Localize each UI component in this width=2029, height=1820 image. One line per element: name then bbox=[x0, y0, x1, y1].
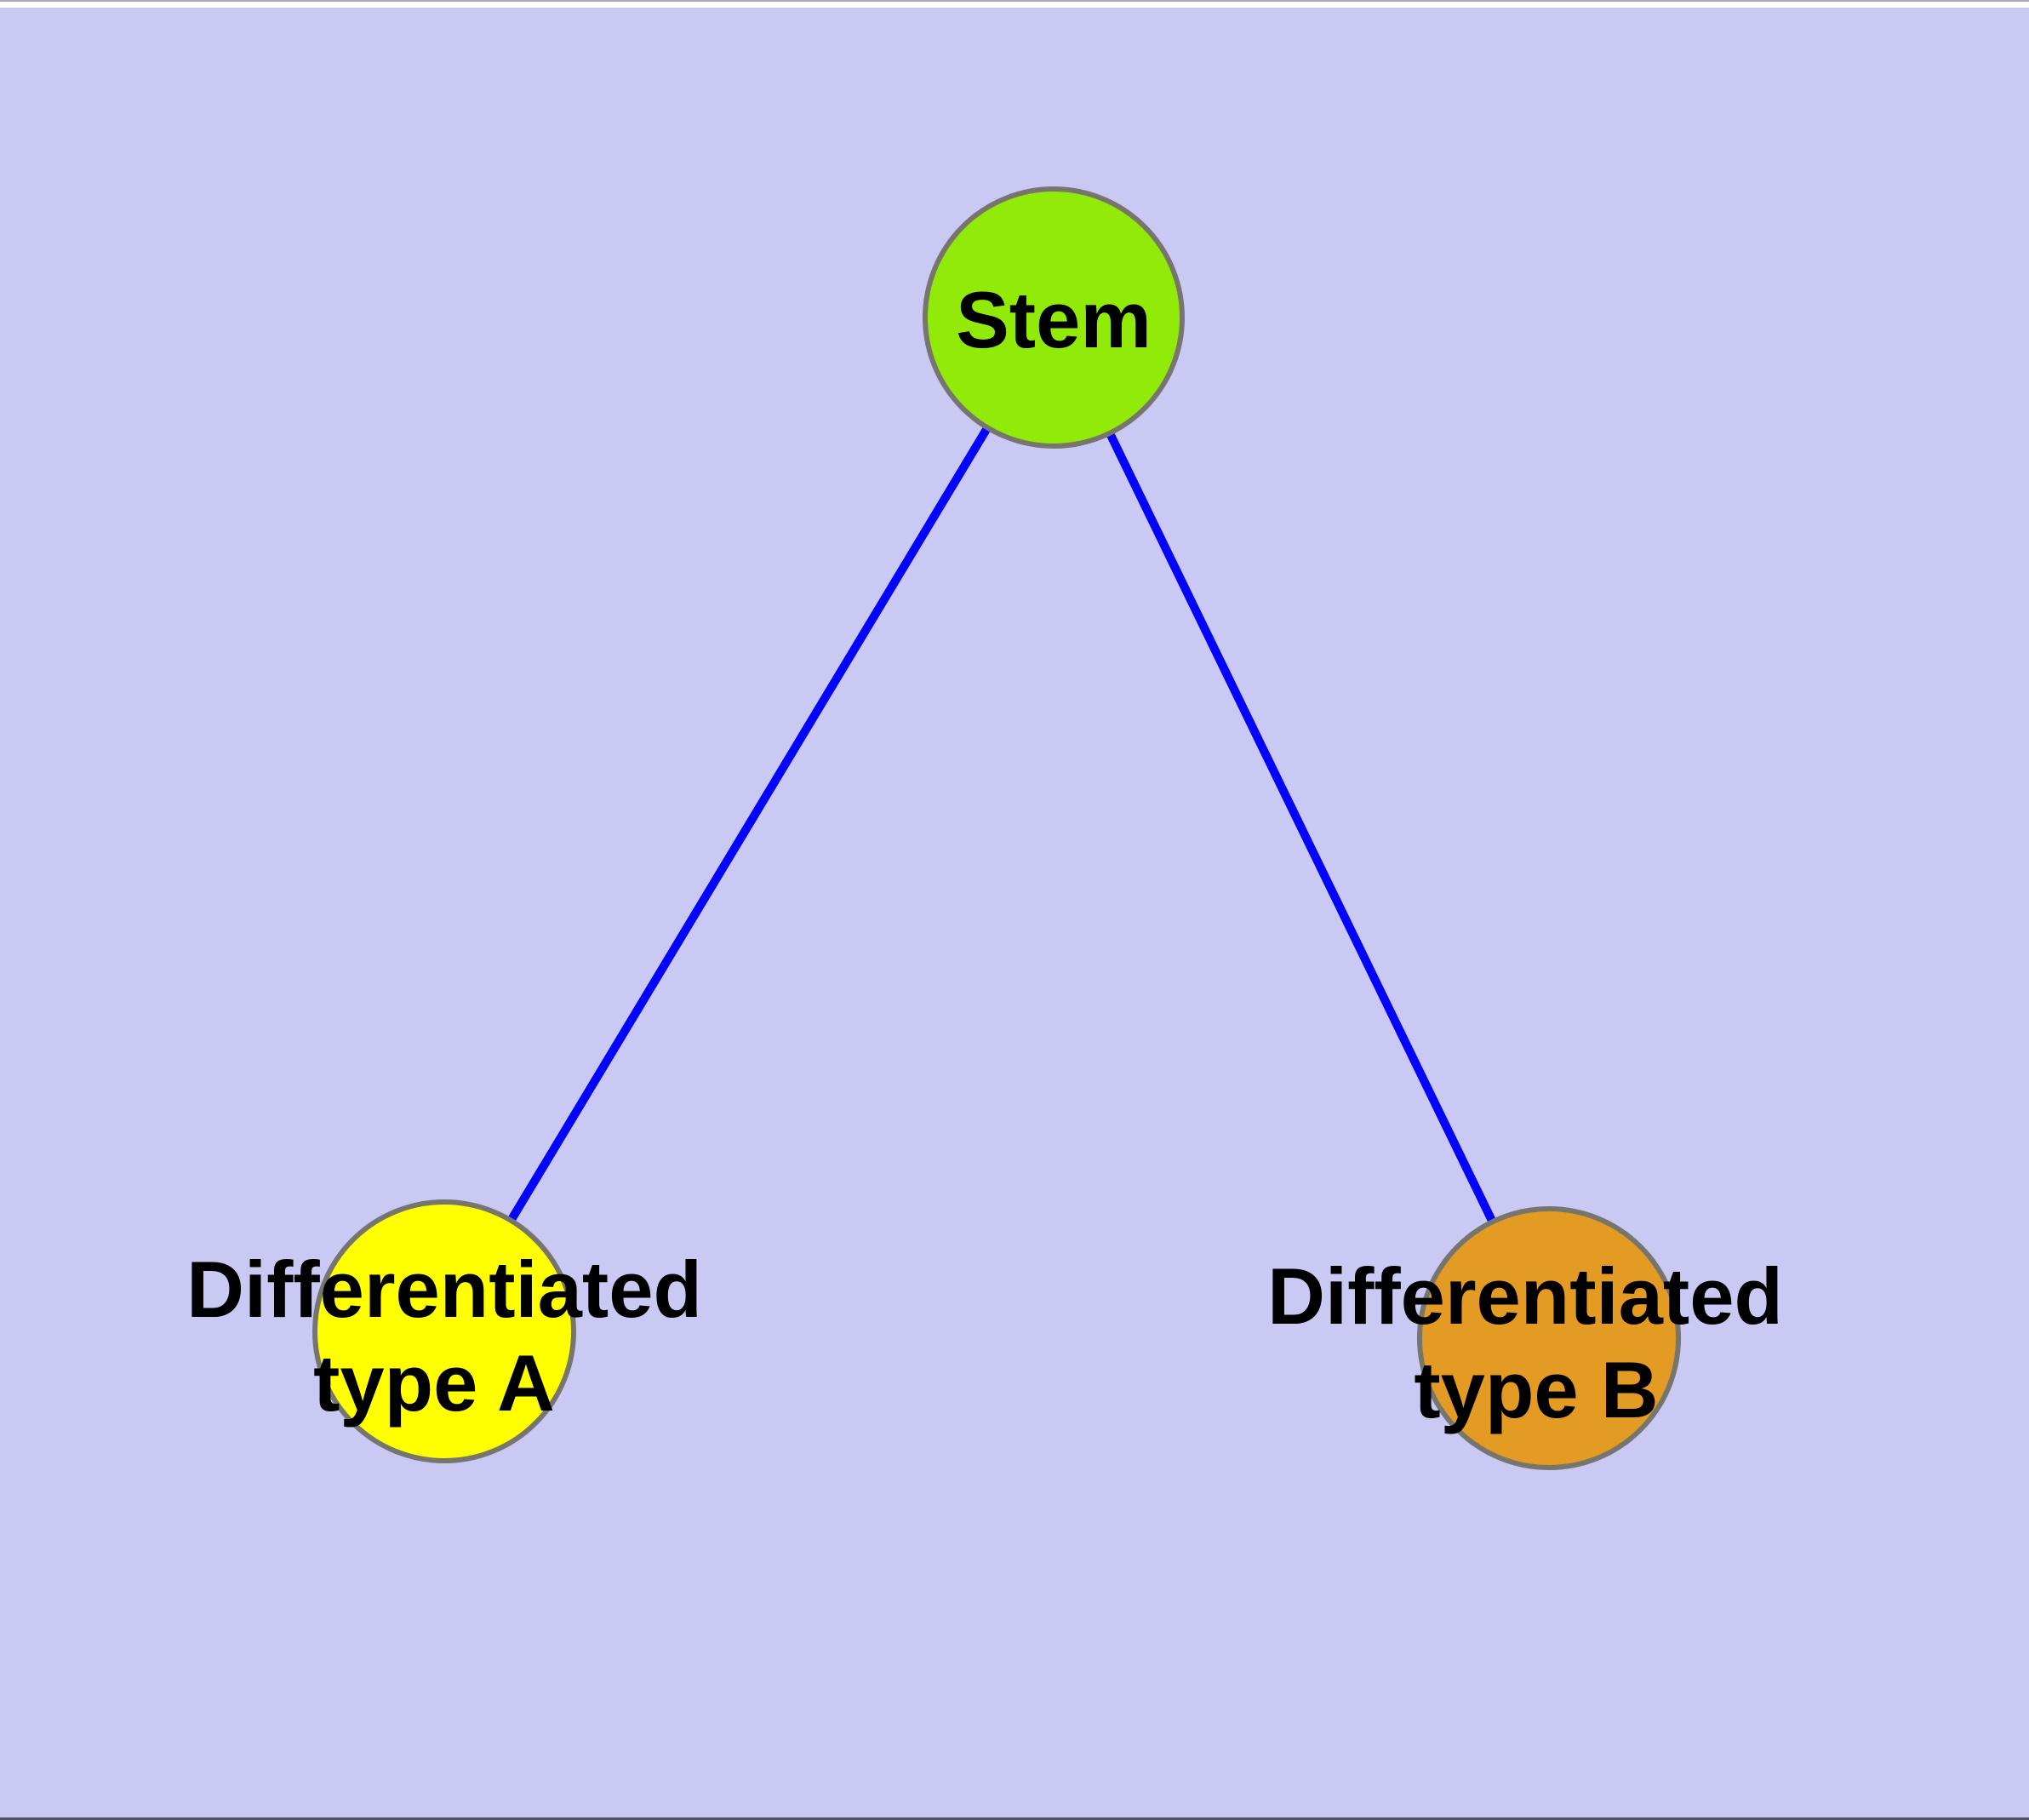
node-stem[interactable] bbox=[923, 186, 1185, 449]
node-type-b[interactable] bbox=[1417, 1206, 1681, 1470]
node-type-a-label-line2: type A bbox=[313, 1338, 555, 1428]
top-white-strip bbox=[0, 2, 2029, 8]
node-type-a[interactable] bbox=[312, 1199, 576, 1463]
bottom-edge-line bbox=[0, 1817, 2029, 1820]
edge-stem-to-type-b bbox=[1049, 315, 1553, 1341]
edge-stem-to-type-a bbox=[440, 315, 1058, 1334]
top-hairline bbox=[0, 0, 2029, 2]
node-type-b-label-line1: Differentiated bbox=[1267, 1251, 1783, 1341]
node-type-a-label-line1: Differentiated bbox=[186, 1245, 702, 1334]
node-type-b-label-line2: type B bbox=[1414, 1345, 1658, 1434]
node-stem-label: Stem bbox=[956, 275, 1152, 364]
